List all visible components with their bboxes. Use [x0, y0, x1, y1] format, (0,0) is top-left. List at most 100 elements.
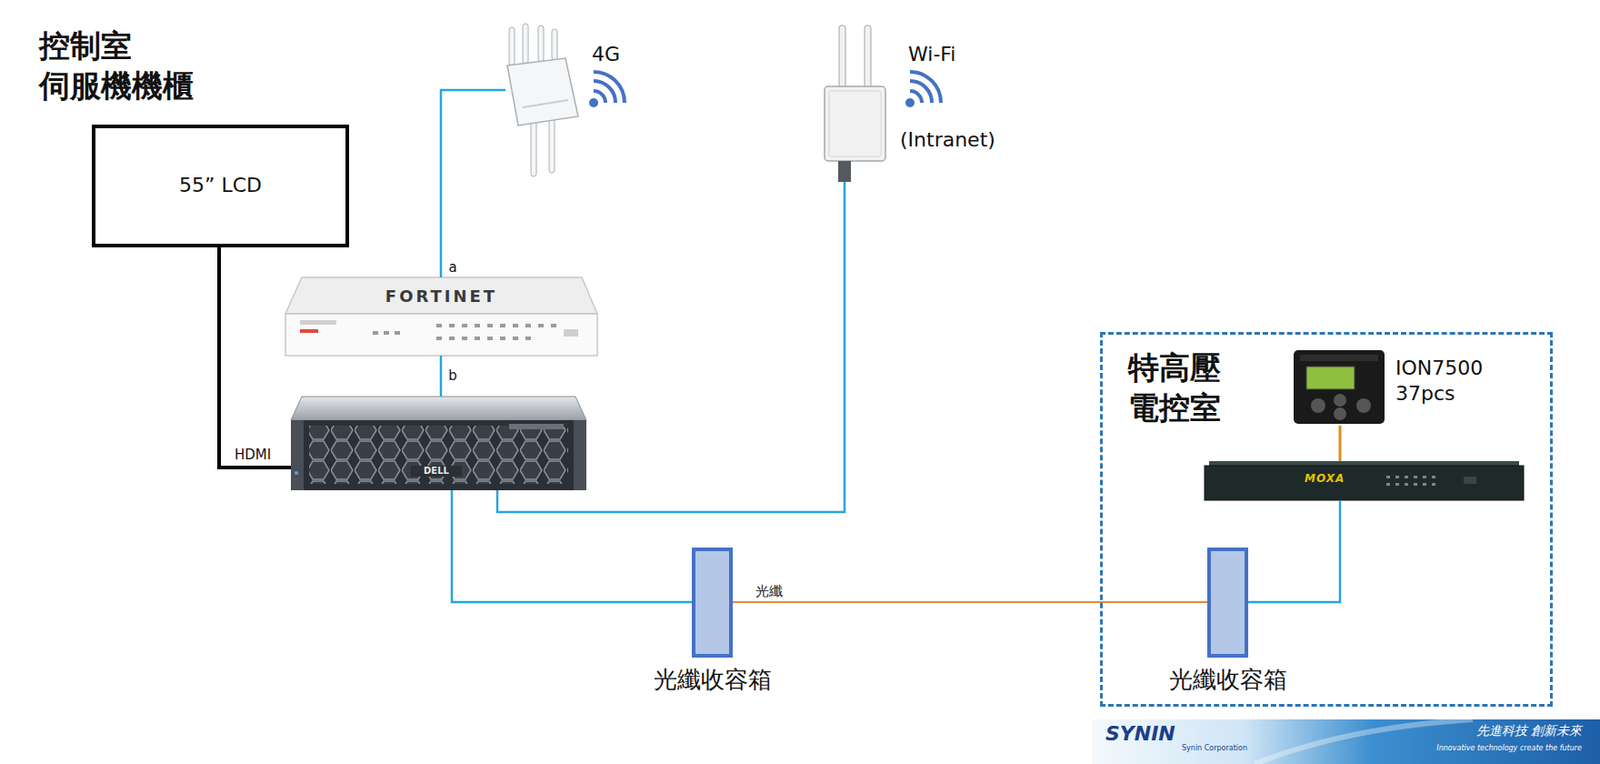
firewall-drawing: [300, 329, 319, 333]
firewall-drawing: [500, 323, 506, 328]
access-point-drawing: [829, 90, 881, 157]
firewall-drawing: [538, 323, 544, 328]
access-point-drawing: [838, 160, 851, 182]
server-drawing: [290, 396, 587, 490]
connector-line: [440, 90, 506, 278]
serial-device-server: MOXA: [1204, 460, 1524, 500]
serial-device-server-drawing: [1413, 475, 1418, 479]
firewall-drawing: [436, 336, 442, 340]
firewall-drawing: [436, 323, 442, 328]
router-4g-drawing: [522, 100, 569, 108]
firewall-drawing: [512, 323, 519, 328]
wifi-signal-icon: [593, 71, 625, 103]
node-label: 光纖收容箱: [628, 665, 797, 694]
firewall-drawing: [372, 330, 379, 335]
serial-device-server-drawing: [1431, 475, 1436, 479]
server-drawing: [290, 396, 587, 420]
firewall-drawing: [563, 329, 579, 337]
firewall-drawing: [487, 323, 493, 328]
connector-label: 光纖: [753, 582, 785, 600]
ion7500-meter-drawing: [1293, 350, 1385, 424]
node-label: 特高壓 電控室: [1128, 347, 1265, 428]
firewall-drawing: [383, 330, 390, 335]
connector-line: [1248, 500, 1340, 602]
access-point-drawing: [839, 25, 846, 90]
router-4g-drawing: [507, 58, 579, 126]
serial-device-server-drawing: [1404, 475, 1409, 479]
rack-server: DELL: [290, 396, 587, 490]
firewall-drawing: [300, 320, 337, 325]
firewall: FORTINET: [285, 277, 607, 356]
company-logo-text: SYNIN: [1105, 721, 1176, 746]
firewall-drawing: [500, 336, 506, 340]
wifi-signal-icon: [905, 98, 915, 108]
diagram-title: 控制室 伺服機機櫃: [39, 25, 221, 106]
serial-device-server-drawing: [1204, 465, 1524, 500]
connector-label: b: [446, 367, 460, 384]
serial-device-server-drawing: [1463, 476, 1477, 484]
firewall-drawing: [525, 336, 531, 340]
router-4g-drawing: [507, 23, 579, 177]
serial-device-server-drawing: [1395, 475, 1400, 479]
wifi-access-point: Wi-Fi(Intranet): [818, 22, 1028, 182]
firewall-drawing: [285, 313, 598, 356]
firewall-drawing: [461, 336, 468, 340]
server-drawing: [294, 470, 299, 475]
router-4g: 4G: [505, 22, 642, 182]
serial-device-server-drawing: [1422, 482, 1427, 486]
router-4g-drawing: [522, 23, 529, 64]
node-label: 55” LCD: [179, 173, 262, 198]
serial-device-server-drawing: [1395, 482, 1400, 486]
router-4g-drawing: [551, 29, 558, 60]
ion7500-meter-drawing: [1356, 398, 1371, 413]
serial-device-server-drawing: [1386, 475, 1390, 479]
firewall-drawing: [550, 323, 557, 328]
connector-line: [732, 600, 1208, 603]
firewall-drawing: [449, 336, 455, 340]
connector-line: [440, 355, 443, 397]
wifi-signal-icon: [910, 71, 941, 103]
firewall-drawing: [285, 277, 598, 314]
node-label: DELL: [410, 465, 462, 477]
connector-label: a: [446, 259, 459, 276]
serial-device-server-drawing: [1413, 482, 1418, 486]
firewall-drawing: [487, 336, 493, 340]
footer-banner: [1091, 719, 1600, 764]
router-4g-drawing: [509, 27, 515, 66]
access-point-drawing: [824, 25, 886, 182]
company-name: Synin Corporation: [1181, 743, 1248, 753]
wifi-signal-icon: [910, 80, 932, 103]
firewall-drawing: [449, 323, 455, 328]
connector-line: [1339, 425, 1342, 461]
access-point-drawing: [824, 86, 886, 161]
firewall-drawing: [461, 323, 468, 328]
wifi-signal-icon: [593, 90, 606, 103]
serial-device-server-drawing: [1404, 482, 1409, 486]
firewall-drawing: [394, 330, 400, 335]
serial-device-server-drawing: [1431, 482, 1436, 486]
server-drawing: [573, 420, 587, 490]
fiber-termination-box: 光纖收容箱: [691, 547, 733, 658]
ion7500-meter-drawing: [1293, 350, 1385, 424]
connector-line: [497, 181, 845, 512]
display-box: 55” LCD: [91, 124, 350, 248]
serial-device-server-drawing: [1422, 475, 1427, 479]
firewall-drawing: [474, 323, 480, 328]
ion7500-meter-drawing: [1306, 366, 1355, 390]
footer-banner: [1254, 719, 1473, 764]
power-meter: ION7500 37pcs: [1293, 348, 1508, 426]
wifi-signal-icon: [905, 71, 941, 108]
node-label: 光纖收容箱: [1143, 665, 1312, 694]
server-drawing: [290, 420, 587, 490]
node-label: ION7500 37pcs: [1395, 355, 1503, 406]
ion7500-meter-drawing: [1300, 354, 1379, 361]
wifi-signal-icon: [589, 98, 599, 108]
serial-device-server-drawing: [1204, 460, 1524, 500]
wifi-signal-icon: [910, 90, 922, 103]
connector-label: HDMI: [232, 446, 273, 463]
server-drawing: [309, 425, 569, 484]
